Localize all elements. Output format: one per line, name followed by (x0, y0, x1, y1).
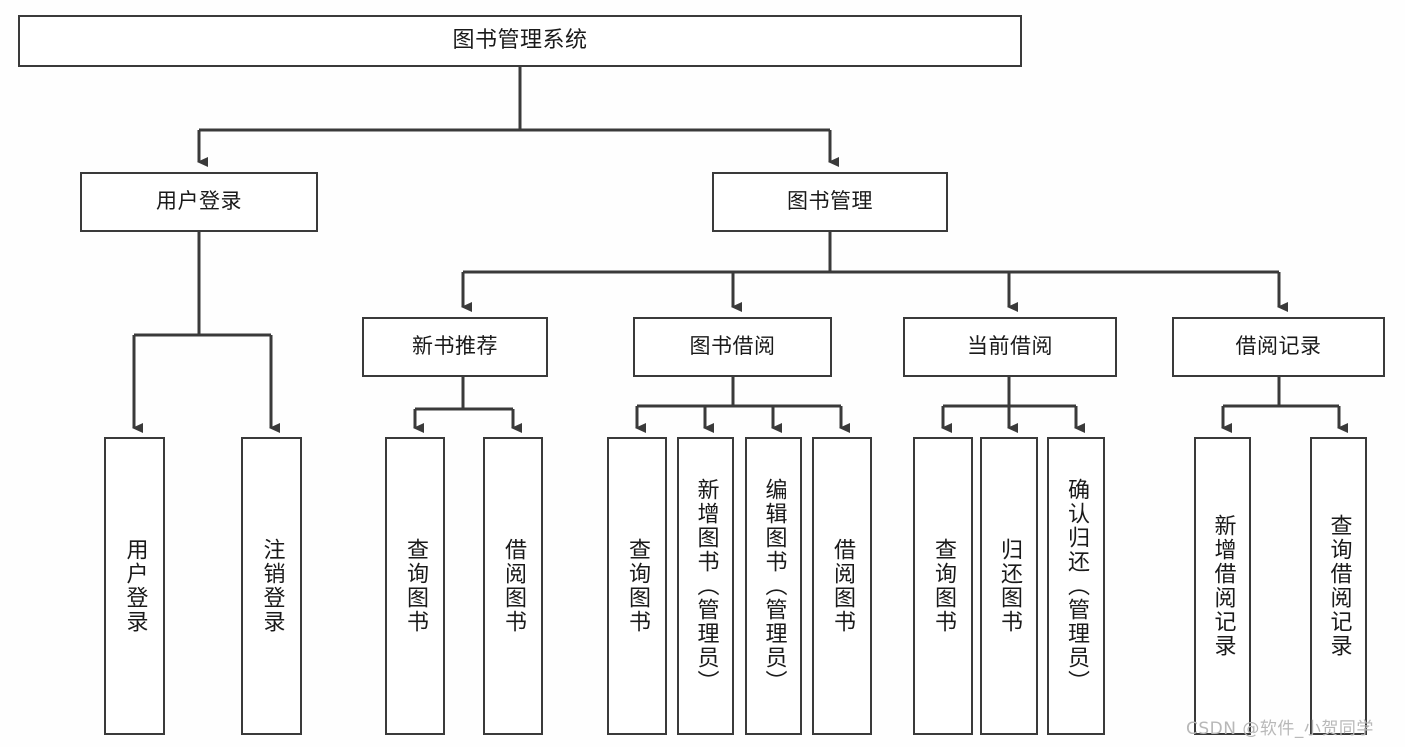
leaf-borrow-record-add[interactable]: 新增借阅记录 (1194, 437, 1251, 735)
leaf-book-borrow-add[interactable]: 新增图书（管理员） (677, 437, 734, 735)
leaf-current-borrow-query[interactable]: 查询图书 (913, 437, 973, 735)
node-label: 图书管理系统 (452, 27, 588, 53)
node-label: 查询借阅记录 (1326, 514, 1352, 658)
leaf-new-book-borrow[interactable]: 借阅图书 (483, 437, 543, 735)
leaf-current-borrow-confirm-return[interactable]: 确认归还（管理员） (1047, 437, 1105, 735)
leaf-user-login-login[interactable]: 用户登录 (104, 437, 165, 735)
leaf-borrow-record-query[interactable]: 查询借阅记录 (1310, 437, 1367, 735)
node-label: 用户登录 (122, 538, 148, 634)
csdn-watermark: CSDN @软件_小贺同学 (1186, 719, 1374, 739)
leaf-user-login-logout[interactable]: 注销登录 (241, 437, 302, 735)
node-label: 查询图书 (931, 538, 956, 634)
node-label: 查询图书 (403, 538, 428, 634)
node-label: 新增图书（管理员） (693, 478, 719, 694)
node-root-system[interactable]: 图书管理系统 (18, 15, 1022, 67)
node-label: 归还图书 (997, 538, 1022, 634)
node-label: 图书管理 (787, 189, 873, 214)
leaf-book-borrow-borrow[interactable]: 借阅图书 (812, 437, 872, 735)
node-user-login[interactable]: 用户登录 (80, 172, 318, 232)
node-label: 图书借阅 (689, 334, 776, 359)
node-book-management[interactable]: 图书管理 (712, 172, 948, 232)
node-current-borrow[interactable]: 当前借阅 (903, 317, 1117, 377)
leaf-current-borrow-return[interactable]: 归还图书 (980, 437, 1038, 735)
node-label: 新书推荐 (412, 334, 498, 359)
node-label: 新增借阅记录 (1210, 514, 1236, 658)
node-label: 确认归还（管理员） (1064, 478, 1089, 694)
leaf-book-borrow-query[interactable]: 查询图书 (607, 437, 667, 735)
leaf-book-borrow-edit[interactable]: 编辑图书（管理员） (745, 437, 802, 735)
node-label: 借阅记录 (1235, 334, 1322, 359)
node-book-borrow[interactable]: 图书借阅 (633, 317, 832, 377)
node-label: 编辑图书（管理员） (761, 478, 787, 694)
leaf-new-book-query[interactable]: 查询图书 (385, 437, 445, 735)
node-new-book-recommend[interactable]: 新书推荐 (362, 317, 548, 377)
node-label: 注销登录 (259, 538, 285, 634)
node-borrow-record[interactable]: 借阅记录 (1172, 317, 1385, 377)
node-label: 借阅图书 (830, 538, 855, 634)
node-label: 当前借阅 (967, 334, 1053, 359)
node-label: 用户登录 (156, 189, 242, 214)
node-label: 查询图书 (625, 538, 650, 634)
node-label: 借阅图书 (501, 538, 526, 634)
